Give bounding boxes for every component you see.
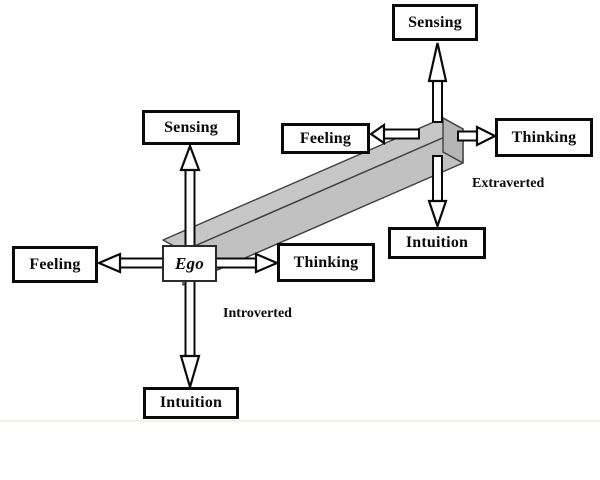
extraverted-arrow-left (369, 122, 420, 146)
introverted-arrow-left (96, 252, 164, 274)
extraverted-arrow-down (427, 155, 448, 230)
ego-beam (162, 117, 464, 286)
introverted-arrow-down (179, 280, 201, 391)
extraverted-arrow-up (427, 42, 448, 123)
extraverted-intuition-box: Intuition (388, 227, 486, 259)
beam-end-cap (442, 117, 464, 164)
extraverted-arrow-right (457, 125, 498, 147)
extraverted-thinking-box: Thinking (495, 118, 593, 157)
extraverted-label: Extraverted (472, 176, 545, 191)
introverted-sensing-box: Sensing (142, 110, 240, 145)
introverted-intuition-box: Intuition (143, 387, 239, 419)
extraverted-sensing-box: Sensing (392, 4, 478, 41)
introverted-label: Introverted (223, 306, 292, 321)
ego-box: Ego (162, 245, 217, 282)
introverted-arrow-right (215, 252, 280, 274)
extraverted-feeling-box: Feeling (281, 123, 370, 154)
introverted-thinking-box: Thinking (277, 243, 375, 282)
introverted-feeling-box: Feeling (12, 246, 98, 283)
